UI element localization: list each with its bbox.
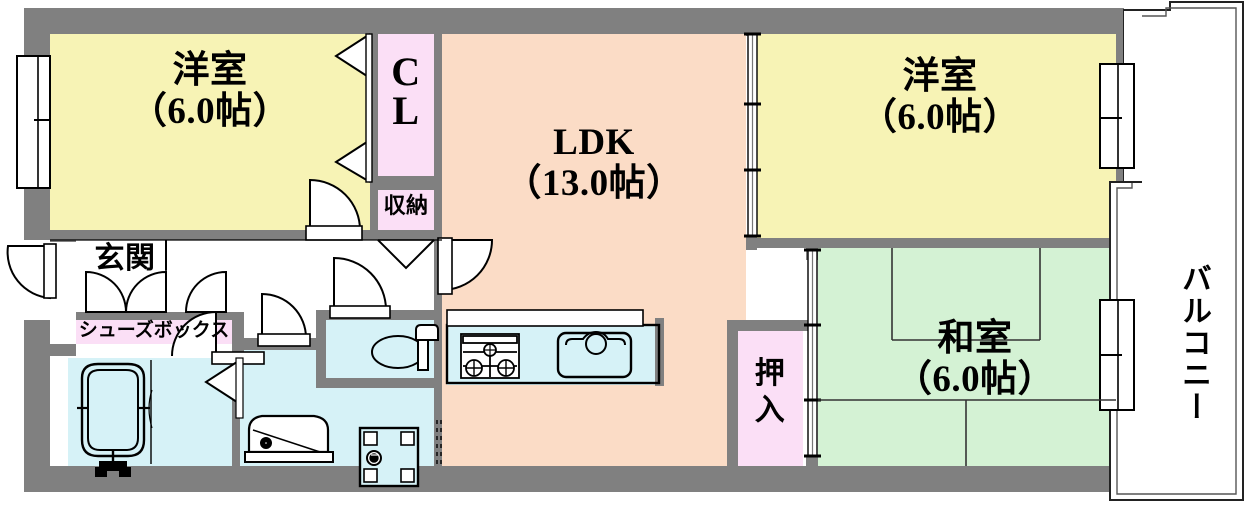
room-label-bedroom-ne: 洋室 （6.0帖）: [859, 56, 1021, 139]
interior-wall-bedroom-ne-bottom: [746, 238, 1116, 248]
room-label-oshiire: 押 入: [754, 357, 786, 427]
interior-wall-cl-right: [434, 34, 442, 232]
interior-wall-ldk-left: [434, 240, 442, 466]
room-fill-bedroom-ne: [757, 34, 1116, 238]
interior-wall-oshiire-left: [727, 320, 738, 466]
interior-wall-washroom-top: [244, 338, 318, 350]
interior-wall-toilet-top: [316, 310, 442, 320]
interior-wall-shoebox-right: [232, 312, 244, 356]
room-fill-oshiire: [737, 331, 803, 466]
room-label-bedroom-nw: 洋室 （6.0帖）: [129, 50, 291, 133]
interior-wall-washitsu-left-top: [806, 248, 818, 260]
interior-wall-toilet-bottom: [316, 378, 442, 388]
room-fill-ldk: [442, 34, 746, 466]
exterior-wall-left-2: [24, 320, 50, 492]
interior-wall-ldk-right-top: [746, 22, 757, 36]
interior-wall-hall-left-stub: [50, 230, 76, 242]
room-label-shoebox: シューズボックス: [78, 320, 230, 341]
interior-wall-cl-left: [370, 34, 378, 232]
interior-wall-bedroom-nw-bottom: [50, 230, 370, 240]
room-fill-toilet: [324, 318, 442, 380]
interior-wall-shoebox-top: [76, 312, 244, 320]
interior-wall-oshiire-top: [727, 320, 815, 331]
room-label-genkan: 玄関: [94, 242, 156, 275]
room-fill-washitsu: [818, 248, 1116, 466]
room-label-ldk: LDK （13.0帖）: [504, 122, 684, 205]
room-label-cl: C L: [391, 49, 421, 134]
interior-wall-bath-right: [232, 356, 240, 466]
room-label-storage: 収納: [383, 193, 429, 218]
interior-wall-washitsu-left-bot: [806, 455, 818, 466]
room-fill-kitchen-counter: [447, 325, 662, 385]
kitchen-counter-right-edge: [655, 318, 664, 386]
interior-wall-toilet-left: [316, 310, 326, 388]
room-fill-closet-cl: [378, 34, 434, 180]
room-fill-bathroom: [68, 358, 233, 466]
interior-wall-storage-bottom: [370, 230, 442, 240]
entrance-door: [6, 243, 57, 300]
room-label-washitsu: 和室 （6.0帖）: [894, 318, 1056, 401]
interior-wall-cl-mid: [370, 176, 442, 190]
exterior-wall-top: [24, 8, 1124, 34]
exterior-wall-left: [24, 8, 50, 240]
exterior-wall-bottom: [24, 466, 1124, 492]
area-label-balcony: バルコニー: [1177, 263, 1210, 423]
room-fill-storage: [378, 188, 434, 232]
interior-wall-hall-bottom-left: [50, 344, 76, 356]
